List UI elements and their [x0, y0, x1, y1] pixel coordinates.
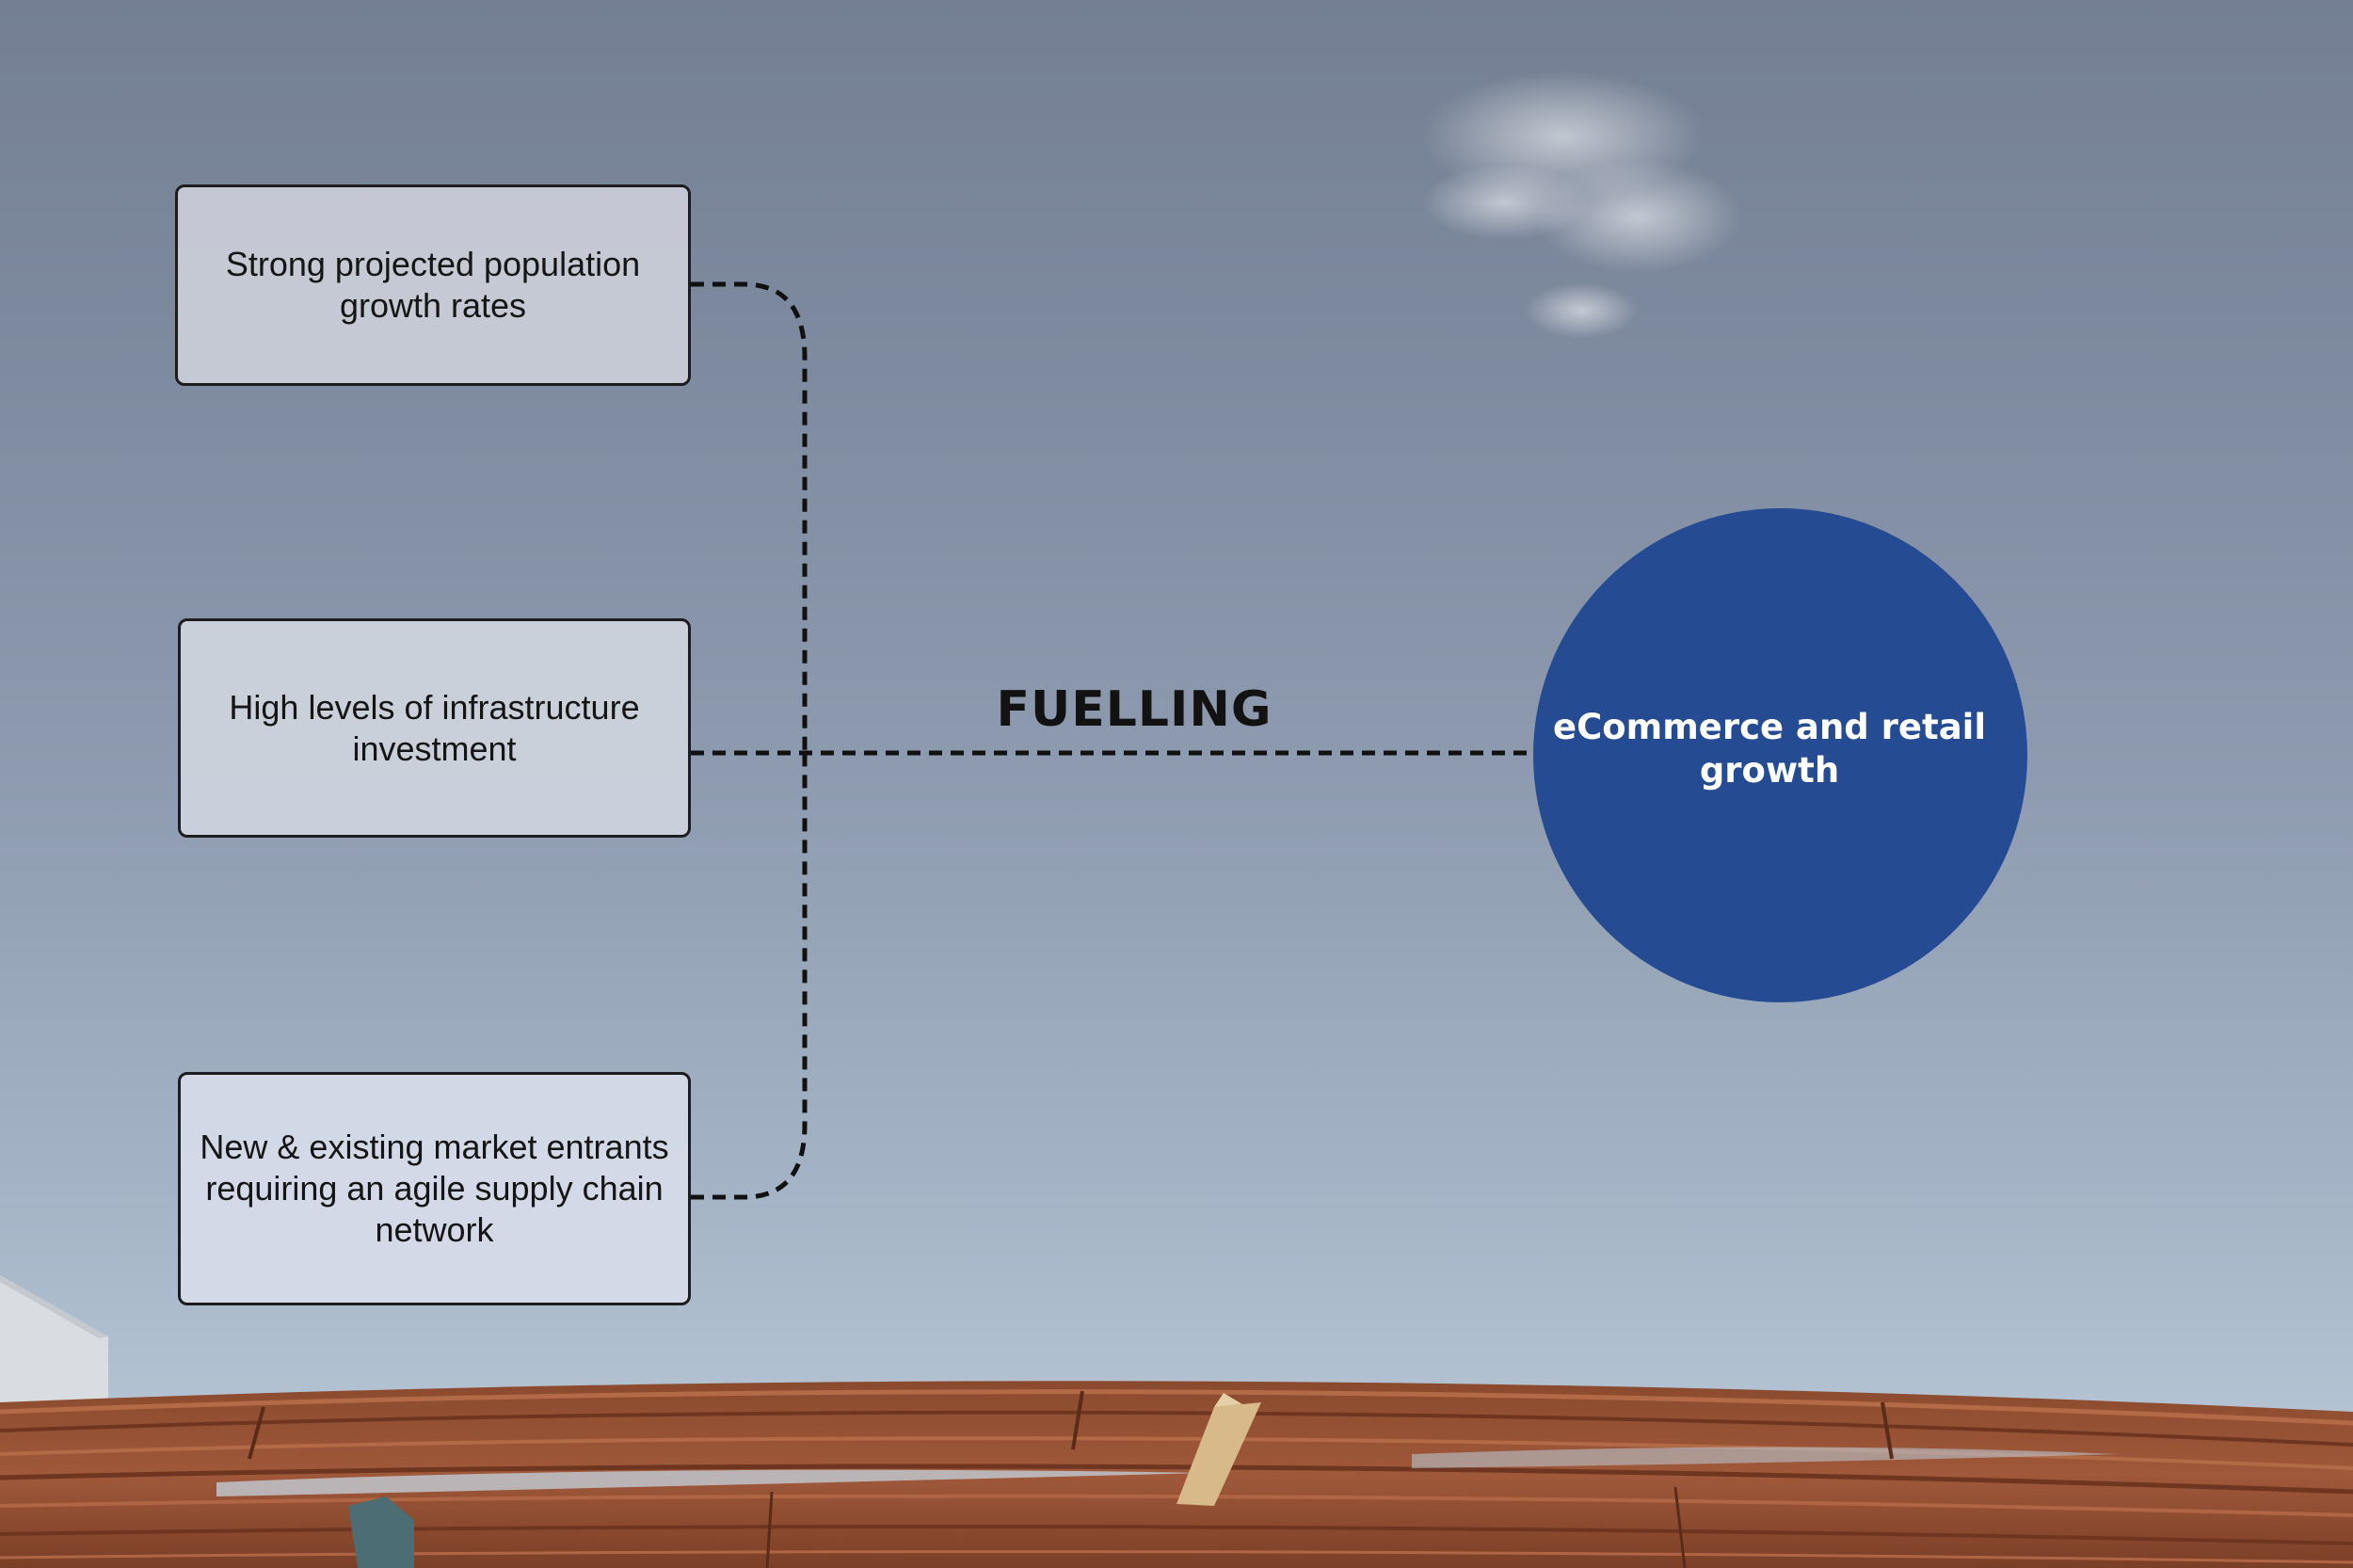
factor-text: High levels of infrastructure investment — [198, 687, 671, 770]
outcome-label: eCommerce and retail growth — [1534, 706, 2005, 792]
link-label: FUELLING — [941, 681, 1327, 738]
factor-box-population: Strong projected population growth rates — [175, 184, 691, 386]
factor-text: Strong projected population growth rates — [195, 244, 671, 327]
factor-box-infrastructure: High levels of infrastructure investment — [178, 618, 691, 838]
factor-box-market-entrants: New & existing market entrants requiring… — [178, 1072, 691, 1305]
factor-text: New & existing market entrants requiring… — [198, 1127, 671, 1251]
connector-bottom — [691, 753, 805, 1197]
connector-top — [691, 284, 805, 753]
